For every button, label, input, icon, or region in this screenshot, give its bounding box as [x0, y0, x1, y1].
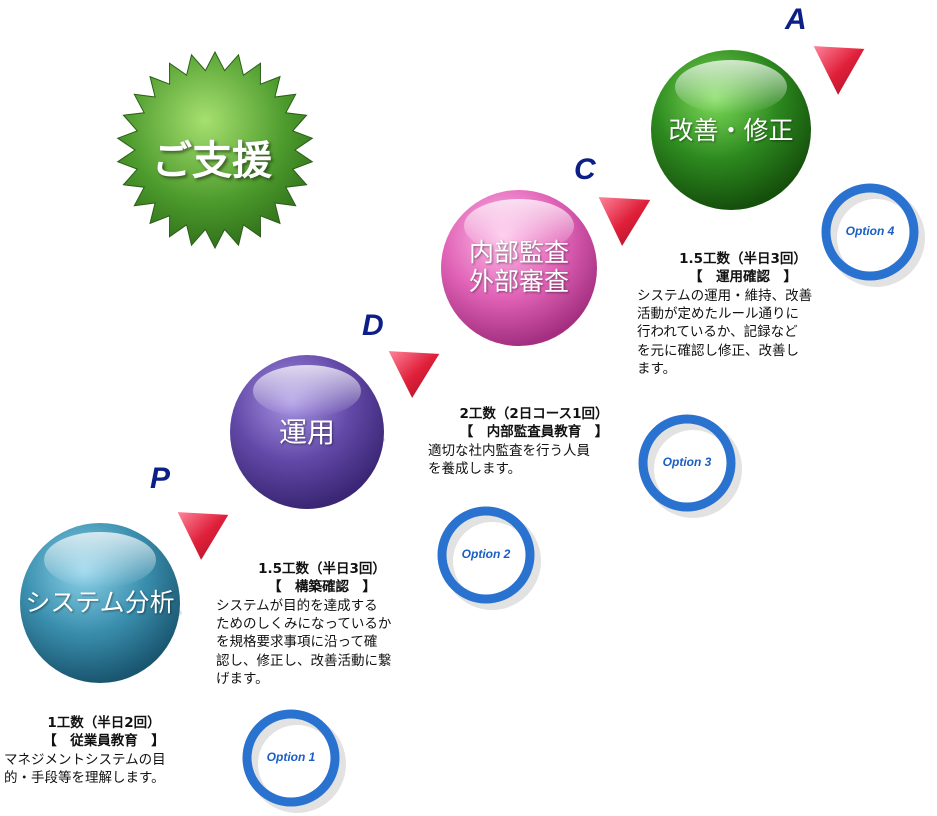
letter-a: A [785, 3, 807, 36]
badge-starburst [116, 50, 314, 250]
desc-d-line-3: を規格要求事項に沿って確 [216, 634, 378, 651]
option-ring-4 [821, 183, 925, 287]
desc-d-line-2: ためのしくみになっているか [216, 616, 392, 633]
sphere-label-audit: 内部監査 外部審査 [441, 235, 597, 301]
option-ring-2 [437, 506, 541, 610]
desc-a-line-5: ます。 [637, 361, 677, 378]
triangle-c [595, 194, 654, 251]
sphere-label-audit-line2: 外部審査 [468, 267, 569, 296]
desc-step-c: 2工数（2日コース1回） 【 内部監査員教育 】 適切な社内監査を行う人員 を養… [428, 405, 640, 478]
sphere-label-audit-line1: 内部監査 [468, 238, 569, 268]
desc-a-topic: 【 運用確認 】 [689, 269, 797, 286]
desc-c-hours: 2工数（2日コース1回） [459, 406, 609, 422]
desc-d-topic: 【 構築確認 】 [268, 579, 376, 596]
desc-p-line-2: 的・手段等を理解します。 [4, 770, 165, 787]
option-label-1: Option 1 [266, 750, 316, 764]
option-label-2: Option 2 [461, 547, 511, 561]
option-label-4: Option 4 [845, 224, 895, 238]
desc-c-topic: 【 内部監査員教育 】 [459, 424, 609, 441]
badge-label: ご支援 [152, 138, 272, 184]
desc-d-line-4: 認し、修正し、改善活動に繋 [216, 652, 392, 669]
desc-step-p: 1工数（半日2回） 【 従業員教育 】 マネジメントシステムの目 的・手段等を理… [4, 714, 204, 787]
triangle-d [385, 348, 443, 403]
sphere-improve [651, 50, 811, 210]
desc-d-hours: 1.5工数（半日3回） [258, 561, 386, 577]
sphere-operation [230, 355, 385, 509]
sphere-label-operation: 運用 [278, 415, 335, 449]
option-ring-3 [638, 414, 742, 518]
letter-c: C [574, 153, 596, 186]
desc-c-line-1: 適切な社内監査を行う人員 [428, 442, 590, 459]
desc-p-hours: 1工数（半日2回） [47, 715, 161, 731]
sphere-label-improve: 改善・修正 [668, 115, 794, 145]
sphere-system-analysis [20, 523, 182, 683]
sphere-audit [441, 190, 597, 346]
desc-a-hours: 1.5工数（半日3回） [679, 251, 807, 267]
triangle-a [810, 43, 868, 100]
option-label-3: Option 3 [662, 455, 712, 469]
desc-a-line-3: 行われているか、記録など [637, 324, 798, 341]
letter-d: D [362, 309, 384, 342]
triangle-p [174, 509, 232, 565]
desc-p-line-1: マネジメントシステムの目 [4, 751, 166, 768]
option-ring-1 [242, 709, 346, 813]
desc-c-line-2: を養成します。 [428, 461, 522, 478]
desc-a-line-1: システムの運用・維持、改善 [637, 287, 813, 304]
desc-d-line-5: げます。 [216, 671, 269, 688]
desc-d-line-1: システムが目的を達成する [216, 597, 378, 614]
desc-step-a: 1.5工数（半日3回） 【 運用確認 】 システムの運用・維持、改善 活動が定め… [637, 250, 849, 379]
desc-a-line-2: 活動が定めたルール通りに [637, 306, 799, 323]
desc-step-d: 1.5工数（半日3回） 【 構築確認 】 システムが目的を達成する ためのしくみ… [216, 560, 428, 689]
sphere-label-system-analysis: システム分析 [25, 587, 175, 617]
desc-a-line-4: を元に確認し修正、改善し [637, 342, 799, 359]
desc-p-topic: 【 従業員教育 】 [43, 733, 165, 750]
letter-p: P [150, 462, 171, 495]
